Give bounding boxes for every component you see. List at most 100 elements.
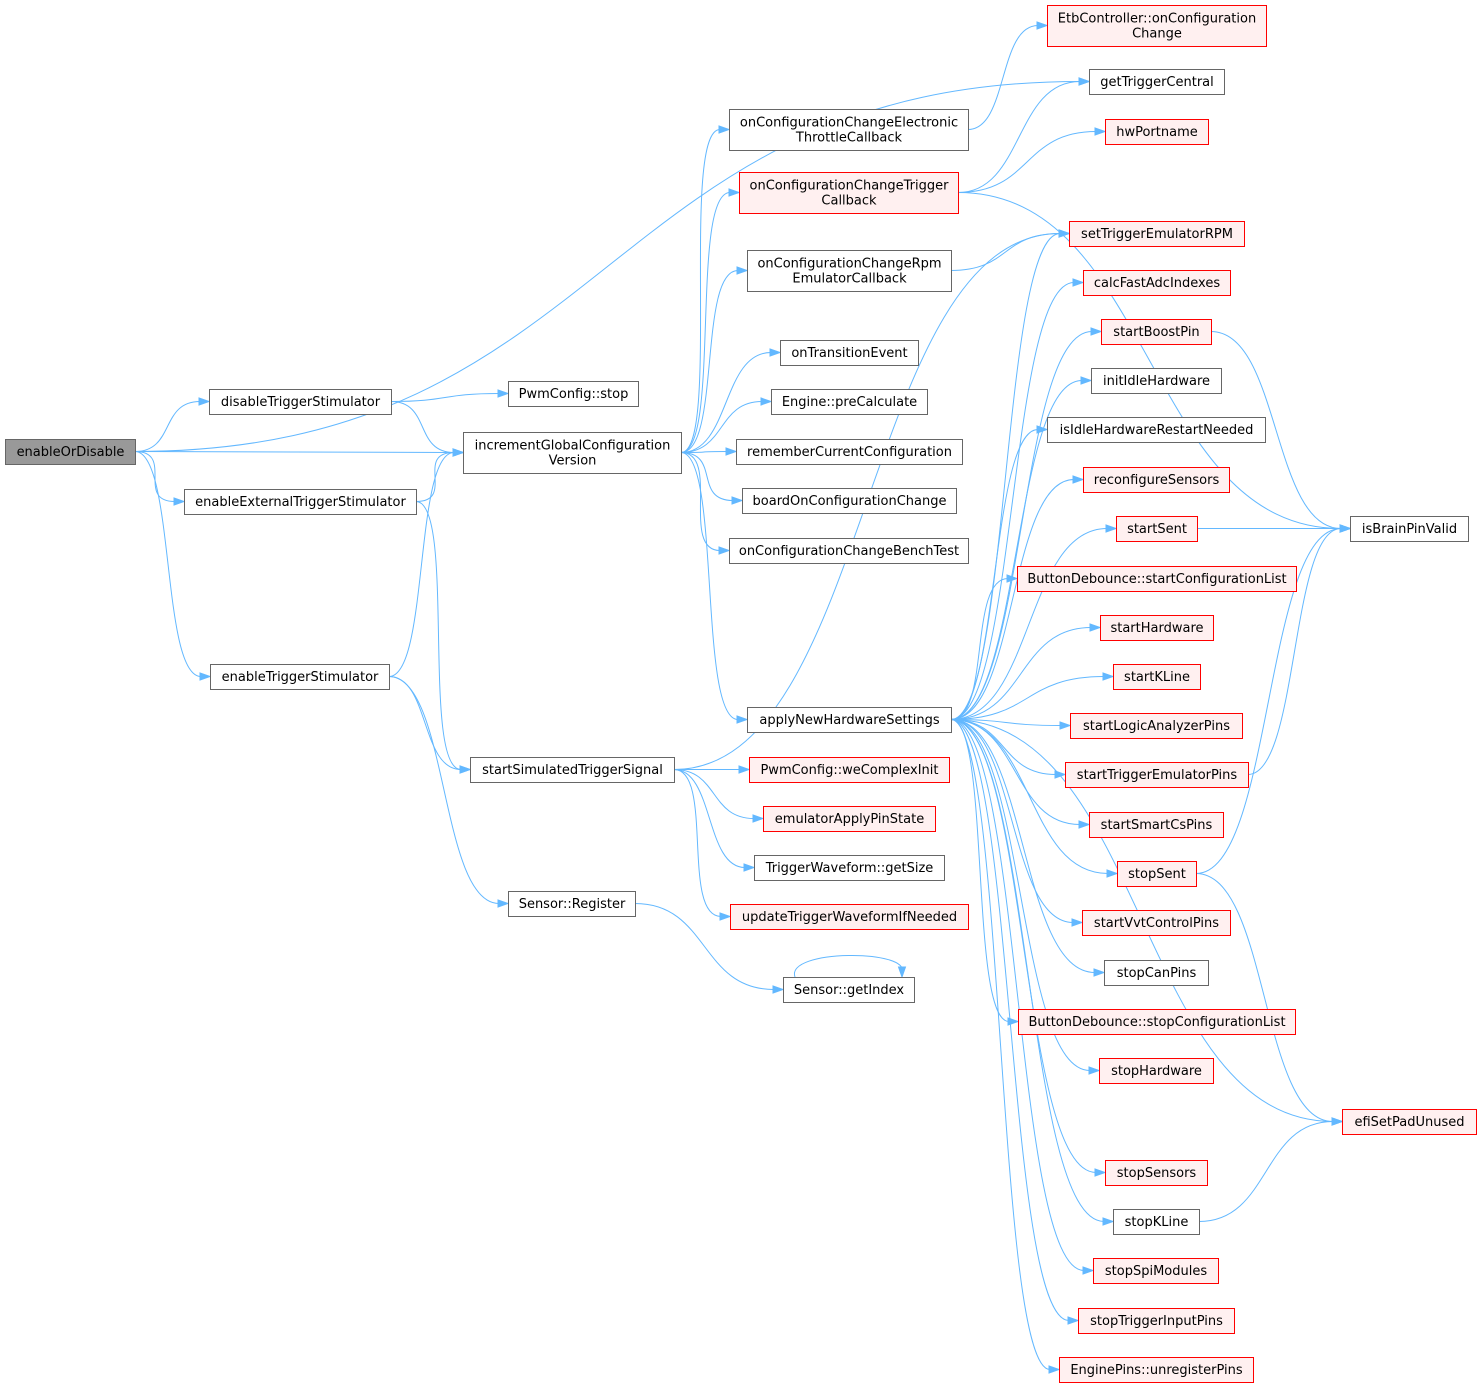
node-emulator-apply-pin-state[interactable]: emulatorApplyPinState (763, 806, 936, 832)
edge-line (950, 719, 1085, 1271)
node-stop-kline[interactable]: stopKLine (1113, 1209, 1200, 1235)
node-start-trigger-emulator-pins[interactable]: startTriggerEmulatorPins (1065, 762, 1249, 788)
node-stop-hardware[interactable]: stopHardware (1099, 1058, 1214, 1084)
node-label: Callback (821, 194, 877, 209)
edge-apply-new-hardware-settings-to-start-hardware (950, 623, 1102, 720)
edge-arrowhead (1036, 21, 1049, 30)
edge-line (957, 131, 1097, 193)
edge-disable-trigger-stimulator-to-increment-global-configuration-version (390, 401, 465, 457)
edge-apply-new-hardware-settings-to-stop-can-pins (950, 719, 1106, 977)
node-set-trigger-emulator-rpm[interactable]: setTriggerEmulatorRPM (1069, 221, 1245, 247)
node-start-hardware[interactable]: startHardware (1100, 615, 1214, 641)
node-sensor-register[interactable]: Sensor::Register (508, 891, 636, 917)
node-label: startVvtControlPins (1094, 916, 1219, 931)
node-update-trigger-waveform-if-needed[interactable]: updateTriggerWaveformIfNeeded (730, 904, 969, 930)
node-enable-trigger-stimulator[interactable]: enableTriggerStimulator (210, 664, 390, 690)
node-box (1083, 270, 1231, 296)
edge-arrowhead (718, 125, 731, 134)
node-label: enableOrDisable (17, 445, 125, 460)
node-on-configuration-change-electronic-throttle-callback[interactable]: onConfigurationChangeElectronicThrottleC… (729, 109, 969, 151)
edge-enable-or-disable-to-disable-trigger-stimulator (134, 397, 211, 452)
node-box (1082, 910, 1231, 936)
node-disable-trigger-stimulator[interactable]: disableTriggerStimulator (209, 389, 392, 415)
node-enable-external-trigger-stimulator[interactable]: enableExternalTriggerStimulator (184, 489, 417, 515)
edge-arrowhead (1102, 672, 1115, 681)
edge-line (680, 451, 728, 453)
node-box (1350, 516, 1469, 542)
node-start-vvt-control-pins[interactable]: startVvtControlPins (1082, 910, 1231, 936)
node-on-transition-event[interactable]: onTransitionEvent (780, 340, 919, 366)
node-label: stopHardware (1111, 1064, 1202, 1079)
node-start-simulated-trigger-signal[interactable]: startSimulatedTriggerSignal (470, 757, 675, 783)
edge-increment-global-configuration-version-to-on-configuration-change-electronic-throttle-callback (680, 125, 731, 453)
node-sensor-get-index[interactable]: Sensor::getIndex (783, 977, 915, 1003)
node-hw-portname[interactable]: hwPortname (1105, 119, 1209, 145)
node-stop-can-pins[interactable]: stopCanPins (1104, 960, 1209, 986)
edge-line (950, 719, 1096, 973)
edge-arrowhead (1102, 1217, 1115, 1226)
edge-start-sent-to-is-brain-pin-valid (1197, 524, 1352, 533)
node-apply-new-hardware-settings[interactable]: applyNewHardwareSettings (747, 707, 952, 733)
node-start-smart-cs-pins[interactable]: startSmartCsPins (1089, 812, 1224, 838)
node-box (729, 538, 969, 564)
node-remember-current-configuration[interactable]: rememberCurrentConfiguration (736, 439, 963, 465)
node-label: reconfigureSensors (1094, 473, 1220, 488)
edge-line (950, 331, 1093, 720)
edge-arrowhead (1072, 278, 1085, 287)
node-start-sent[interactable]: startSent (1116, 516, 1198, 542)
edge-line (134, 81, 1081, 452)
node-engine-pins-unregister-pins[interactable]: EnginePins::unregisterPins (1059, 1357, 1254, 1383)
node-is-brain-pin-valid[interactable]: isBrainPinValid (1350, 516, 1469, 542)
node-label: stopSensors (1117, 1166, 1197, 1181)
node-stop-trigger-input-pins[interactable]: stopTriggerInputPins (1078, 1308, 1235, 1334)
edge-increment-global-configuration-version-to-on-configuration-change-trigger-callback (680, 188, 741, 453)
edge-line (673, 769, 746, 868)
node-label: ButtonDebounce::stopConfigurationList (1028, 1015, 1285, 1030)
node-stop-sent[interactable]: stopSent (1117, 861, 1197, 887)
edge-arrowhead (728, 188, 741, 197)
node-trigger-waveform-get-size[interactable]: TriggerWaveform::getSize (754, 855, 945, 881)
node-enable-or-disable[interactable]: enableOrDisable (5, 439, 136, 465)
node-stop-spi-modules[interactable]: stopSpiModules (1093, 1258, 1219, 1284)
edge-line (950, 528, 1108, 720)
edge-increment-global-configuration-version-to-apply-new-hardware-settings (680, 452, 749, 724)
edge-line (388, 676, 462, 770)
edge-line (794, 955, 903, 978)
node-efi-set-pad-unused[interactable]: efiSetPadUnused (1342, 1109, 1477, 1135)
edge-arrowhead (1105, 524, 1118, 533)
node-is-idle-hardware-restart-needed[interactable]: isIdleHardwareRestartNeeded (1047, 417, 1266, 443)
edge-line (680, 452, 721, 551)
node-pwm-config-stop[interactable]: PwmConfig::stop (508, 381, 639, 407)
node-on-configuration-change-bench-test[interactable]: onConfigurationChangeBenchTest (729, 538, 969, 564)
node-box (1047, 5, 1267, 47)
node-engine-pre-calculate[interactable]: Engine::preCalculate (771, 389, 928, 415)
node-board-on-configuration-change[interactable]: boardOnConfigurationChange (742, 488, 957, 514)
node-button-debounce-start-configuration-list[interactable]: ButtonDebounce::startConfigurationList (1017, 566, 1297, 592)
edge-line (957, 192, 1342, 529)
node-calc-fast-adc-indexes[interactable]: calcFastAdcIndexes (1083, 270, 1231, 296)
node-pwm-config-we-complex-init[interactable]: PwmConfig::weComplexInit (749, 757, 950, 783)
node-stop-sensors[interactable]: stopSensors (1105, 1160, 1208, 1186)
node-box (771, 389, 928, 415)
edge-line (680, 352, 772, 453)
node-label: incrementGlobalConfiguration (475, 439, 671, 454)
edge-apply-new-hardware-settings-to-stop-kline (950, 719, 1115, 1226)
node-init-idle-hardware[interactable]: initIdleHardware (1091, 368, 1222, 394)
node-start-kline[interactable]: startKLine (1113, 664, 1201, 690)
node-get-trigger-central[interactable]: getTriggerCentral (1089, 69, 1225, 95)
edges-layer (134, 21, 1352, 1374)
edge-apply-new-hardware-settings-to-start-kline (950, 672, 1115, 720)
node-start-logic-analyzer-pins[interactable]: startLogicAnalyzerPins (1070, 713, 1243, 739)
node-etb-controller-on-configuration-change[interactable]: EtbController::onConfigurationChange (1047, 5, 1267, 47)
edge-increment-global-configuration-version-to-board-on-configuration-change (680, 452, 744, 505)
node-button-debounce-stop-configuration-list[interactable]: ButtonDebounce::stopConfigurationList (1018, 1009, 1296, 1035)
node-label: stopSent (1128, 867, 1186, 882)
node-label: startSmartCsPins (1101, 818, 1213, 833)
node-start-boost-pin[interactable]: startBoostPin (1101, 319, 1212, 345)
node-reconfigure-sensors[interactable]: reconfigureSensors (1083, 467, 1230, 493)
edge-line (680, 192, 731, 453)
edge-apply-new-hardware-settings-to-start-sent (950, 524, 1118, 720)
